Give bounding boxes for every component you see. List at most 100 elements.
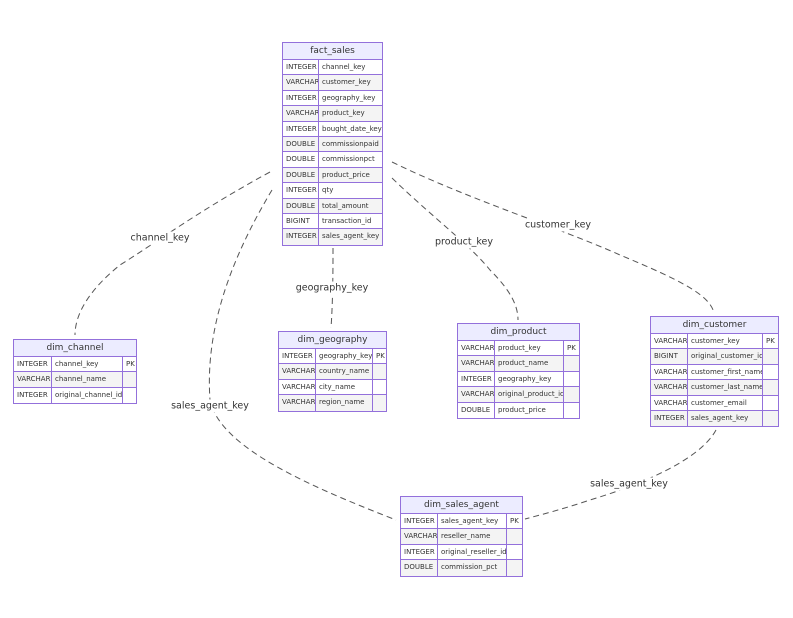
rel-product-label: product_key (435, 237, 493, 248)
attribute-name: original_channel_id (55, 390, 122, 399)
attribute-name: sales_agent_key (322, 232, 380, 241)
attribute-name: original_customer_id (691, 352, 762, 361)
attribute-key (563, 356, 579, 371)
attribute-name: sales_agent_key (691, 413, 749, 422)
attribute-type: INTEGER (401, 544, 438, 560)
attribute-type: VARCHAR (651, 395, 688, 410)
attribute-type: BIGINT (283, 213, 319, 229)
attribute-name: reseller_name (441, 532, 491, 541)
attribute-type: DOUBLE (283, 198, 319, 213)
attribute-key: PK (122, 357, 136, 372)
attribute-type: VARCHAR (14, 372, 52, 387)
attribute-key: PK (762, 334, 778, 349)
entity-title: dim_geography (279, 332, 386, 349)
attribute-type: INTEGER (283, 183, 319, 198)
attribute-key: PK (506, 514, 522, 529)
attribute-type: INTEGER (283, 60, 319, 75)
rel-product-line (391, 177, 519, 321)
rel-customer-label: customer_key (525, 220, 591, 231)
attribute-type: INTEGER (279, 349, 316, 364)
attribute-key (762, 380, 778, 395)
attribute-type: VARCHAR (283, 75, 319, 90)
attribute-type: VARCHAR (401, 529, 438, 544)
attribute-name: product_key (498, 344, 541, 352)
attribute-type: DOUBLE (283, 167, 319, 183)
attribute-name: product_price (322, 170, 370, 179)
attribute-name: product_name (498, 359, 549, 368)
attribute-type: INTEGER (14, 357, 52, 372)
attribute-type: VARCHAR (458, 341, 495, 356)
attribute-key (762, 364, 778, 380)
attribute-type: VARCHAR (651, 334, 688, 349)
attribute-key (762, 349, 778, 364)
rel-channel-line (74, 171, 271, 336)
entity-title: dim_customer (651, 317, 778, 334)
rel-product-label-bg (433, 235, 496, 249)
attribute-key (506, 544, 522, 560)
entity-title: dim_sales_agent (401, 497, 522, 514)
rel-customer-label-bg (522, 218, 594, 232)
attribute-name: sales_agent_key (441, 517, 499, 525)
attribute-name: original_reseller_id (441, 547, 506, 556)
attribute-type: INTEGER (283, 90, 319, 106)
attribute-name: transaction_id (322, 216, 372, 225)
attribute-name: channel_name (55, 375, 107, 384)
entity-title: dim_product (458, 324, 579, 341)
attribute-name: customer_first_name (691, 367, 762, 376)
attribute-name: customer_email (691, 398, 747, 407)
attribute-type: VARCHAR (279, 379, 316, 395)
attribute-name: qty (322, 186, 334, 195)
rel-customer-agent-line (524, 429, 717, 520)
attribute-type: INTEGER (401, 514, 438, 529)
attribute-name: customer_last_name (691, 383, 762, 392)
attribute-name: product_key (322, 109, 365, 118)
attribute-type: VARCHAR (458, 387, 495, 402)
rel-sales-agent-label: sales_agent_key (171, 401, 249, 412)
rel-customer-line (391, 161, 715, 314)
attribute-name: geography_key (319, 352, 372, 360)
attribute-name: customer_key (691, 337, 740, 345)
attribute-type: INTEGER (458, 371, 495, 387)
attribute-type: DOUBLE (401, 560, 438, 576)
rel-sales-agent-label-bg (169, 399, 252, 413)
rel-channel-label-bg (128, 231, 192, 245)
attribute-key (563, 371, 579, 387)
attribute-type: VARCHAR (283, 106, 319, 121)
attribute-key (762, 395, 778, 410)
attribute-name: commission_pct (441, 563, 498, 572)
attribute-type: DOUBLE (283, 136, 319, 152)
attribute-type: VARCHAR (651, 364, 688, 380)
attribute-name: country_name (319, 367, 370, 376)
attribute-name: channel_key (322, 63, 366, 71)
attribute-type: DOUBLE (283, 152, 319, 167)
attribute-type: INTEGER (283, 121, 319, 136)
